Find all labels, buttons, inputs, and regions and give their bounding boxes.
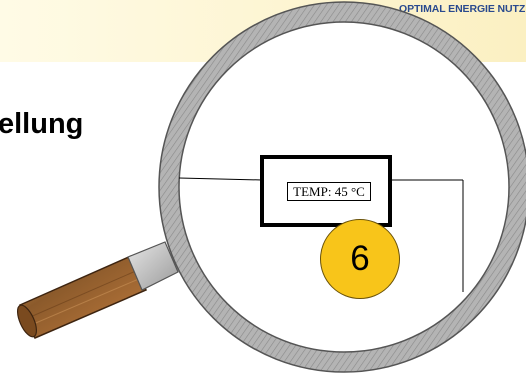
slide-heading: ellung	[0, 108, 84, 140]
magnifier-handle	[16, 241, 179, 339]
wiring-lines	[178, 177, 464, 292]
step-number-badge: 6	[320, 219, 400, 299]
temperature-readout: TEMP: 45 °C	[287, 182, 371, 201]
